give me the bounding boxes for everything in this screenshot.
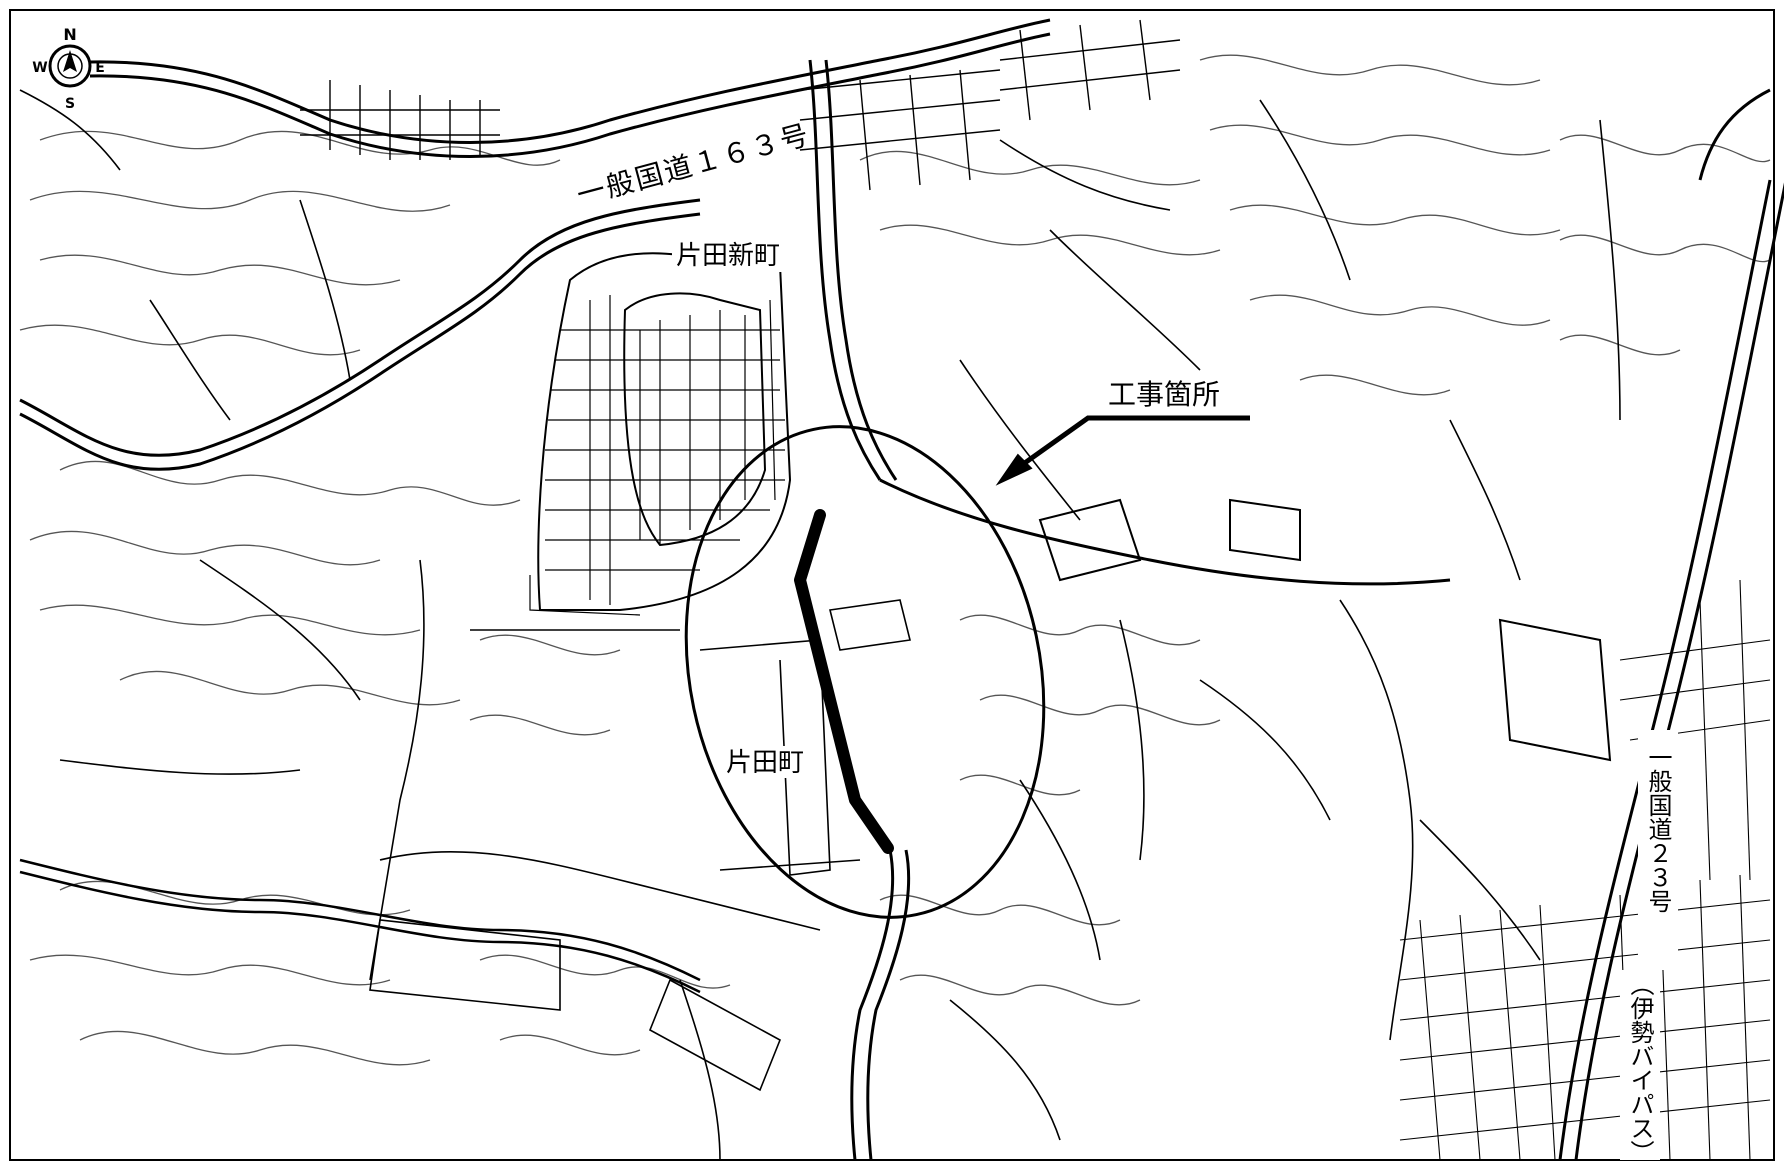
label-national-route-23: 一般国道２３号 xyxy=(1644,745,1672,913)
label-katada-cho: 片田町 xyxy=(726,748,804,778)
contour-lines xyxy=(19,54,1771,1066)
compass-rose-icon: N S E W xyxy=(32,25,105,112)
route-23-label-group: 一般国道２３号 （伊勢バイパス） xyxy=(1620,730,1678,1164)
label-katada-shinmachi: 片田新町 xyxy=(676,241,780,271)
compass-east: E xyxy=(95,60,105,76)
label-construction-site: 工事箇所 xyxy=(1108,378,1220,411)
northern-town-grid xyxy=(300,19,1181,191)
map-border xyxy=(9,9,1775,1161)
compass-south: S xyxy=(65,96,75,112)
construction-section-line xyxy=(794,509,894,854)
compass-west: W xyxy=(32,60,47,76)
label-ise-bypass: （伊勢バイパス） xyxy=(1626,972,1654,1164)
construction-area-ellipse xyxy=(684,425,1046,919)
minor-roads xyxy=(19,89,1621,1161)
arrow-pointer-icon xyxy=(995,415,1250,486)
compass-north: N xyxy=(63,25,76,44)
facility-outlines xyxy=(1038,498,1612,762)
katada-cho-blocks xyxy=(369,599,911,1092)
major-roads xyxy=(19,18,1784,1161)
